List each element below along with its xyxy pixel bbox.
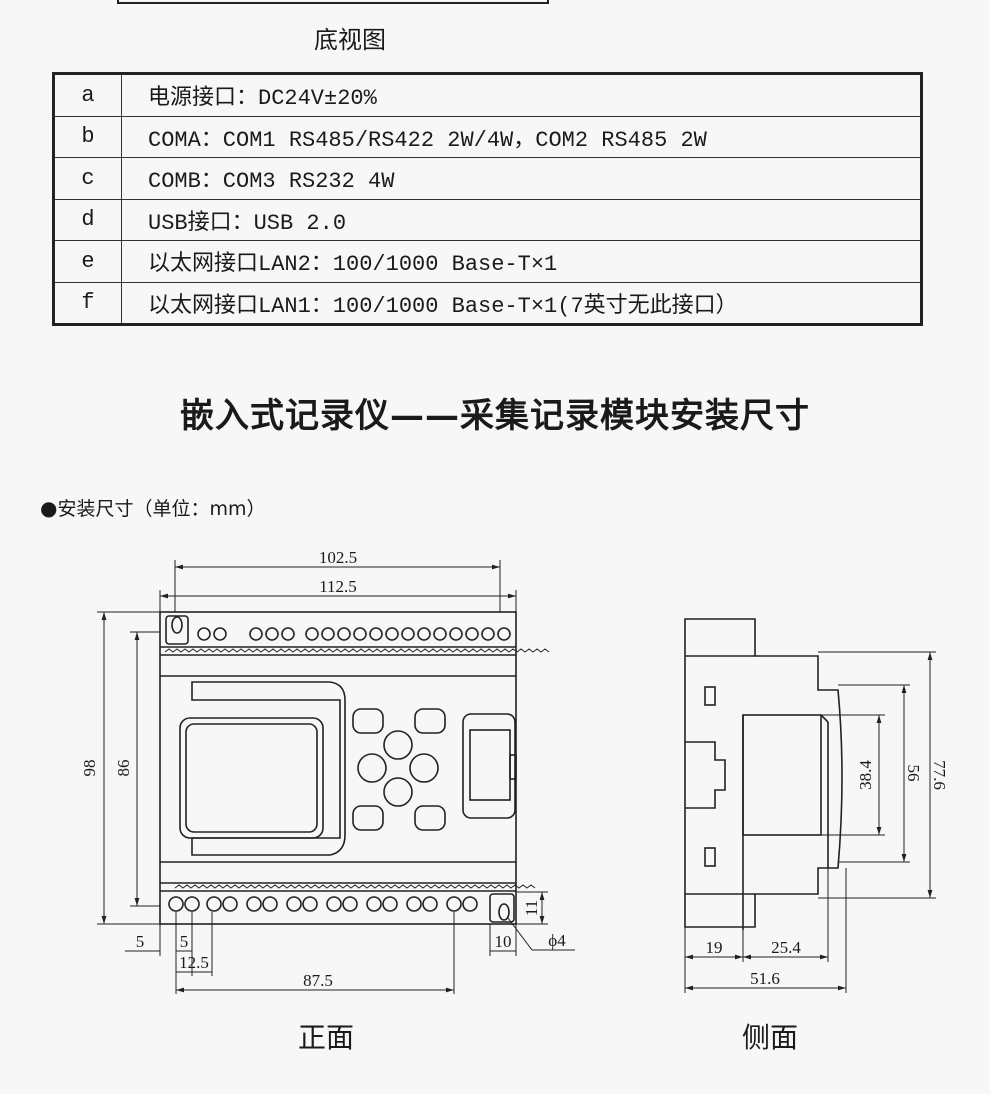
front-view-body bbox=[159, 611, 550, 925]
dim-side-total-height: 77.6 bbox=[930, 760, 949, 790]
dim-hole-dia: ϕ4 bbox=[548, 931, 566, 950]
dim-side-front-height: 38.4 bbox=[856, 760, 875, 790]
port-desc: 以太网接口LAN1：100/1000 Base-T×1(7英寸无此接口） bbox=[121, 281, 922, 325]
port-key: e bbox=[53, 240, 122, 283]
dim-pitch: 5 bbox=[180, 932, 189, 951]
install-note: ●安装尺寸（单位：mm） bbox=[40, 494, 265, 521]
dim-side-mid: 25.4 bbox=[771, 938, 801, 957]
port-desc: COMA：COM1 RS485/RS422 2W/4W，COM2 RS485 2… bbox=[121, 115, 922, 158]
front-view-caption: 正面 bbox=[298, 1021, 355, 1054]
port-desc: USB接口：USB 2.0 bbox=[121, 198, 922, 241]
dim-top-outer: 112.5 bbox=[319, 577, 357, 596]
port-desc: 电源接口：DC24V±20% bbox=[121, 73, 922, 117]
bullet-icon: ● bbox=[40, 496, 58, 520]
side-view-body bbox=[684, 618, 843, 930]
port-key: a bbox=[53, 73, 122, 117]
bottom-view-caption: 底视图 bbox=[314, 26, 386, 54]
dim-hole-height: 11 bbox=[522, 900, 541, 916]
dim-side-mid-height: 56 bbox=[904, 765, 923, 782]
dim-first-terminal: 12.5 bbox=[179, 953, 209, 972]
port-key: b bbox=[53, 115, 122, 158]
dim-hole-offset: 10 bbox=[495, 932, 512, 951]
dimension-drawing: 102.5 112.5 98 86 5 5 12.5 87.5 10 ϕ4 11… bbox=[80, 548, 949, 994]
port-desc: COMB：COM3 RS232 4W bbox=[121, 157, 922, 200]
front-dim-lines bbox=[97, 560, 575, 994]
dim-side-base: 19 bbox=[706, 938, 723, 957]
side-dim-lines bbox=[684, 651, 936, 993]
port-desc: 以太网接口LAN2：100/1000 Base-T×1 bbox=[121, 240, 922, 283]
dim-height-inner: 86 bbox=[114, 760, 133, 777]
section-title: 嵌入式记录仪——采集记录模块安装尺寸 bbox=[180, 396, 810, 436]
dim-left-gap: 5 bbox=[136, 932, 145, 951]
side-view-caption: 侧面 bbox=[742, 1021, 799, 1054]
dim-side-total-depth: 51.6 bbox=[750, 969, 780, 988]
install-note-text: 安装尺寸（单位：mm） bbox=[57, 498, 266, 520]
bottom-view-frame bbox=[117, 0, 549, 4]
port-key: c bbox=[53, 157, 122, 200]
port-key: f bbox=[53, 281, 122, 325]
dim-top-inner: 102.5 bbox=[319, 548, 357, 567]
dim-height-outer: 98 bbox=[80, 760, 99, 777]
port-key: d bbox=[53, 198, 122, 241]
dim-terminal-span: 87.5 bbox=[303, 971, 333, 990]
